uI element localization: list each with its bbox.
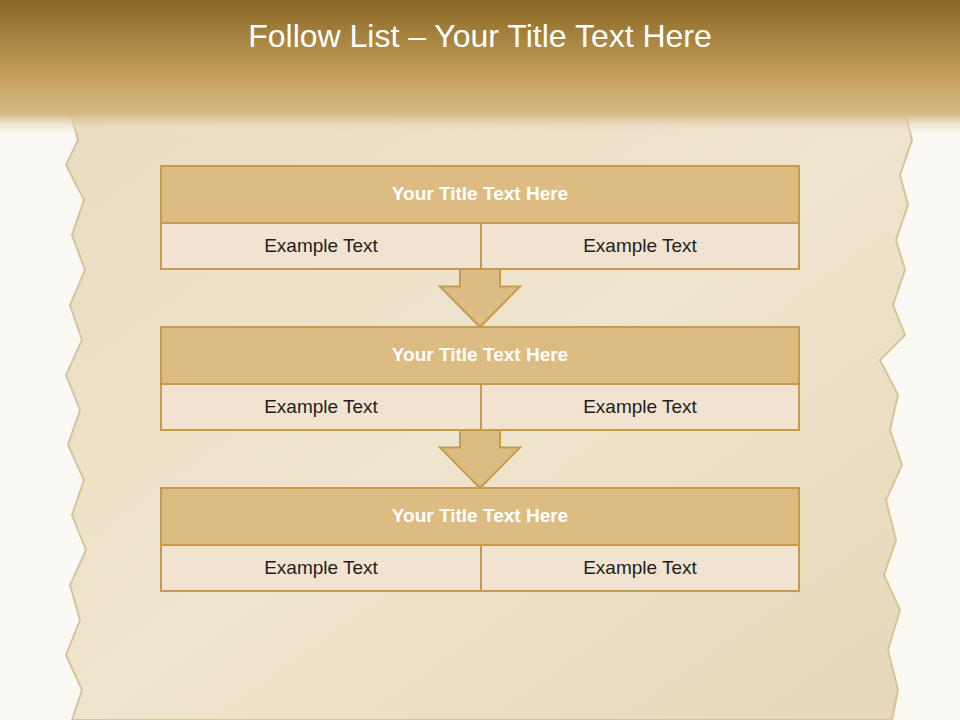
- list-cell: Example Text: [162, 222, 480, 268]
- cell-text: Example Text: [264, 396, 378, 418]
- slide-title: Follow List – Your Title Text Here: [248, 18, 712, 55]
- list-cell: Example Text: [480, 383, 798, 429]
- list-cell: Example Text: [162, 383, 480, 429]
- cell-text: Example Text: [583, 396, 697, 418]
- list-box: Your Title Text HereExample Text Example …: [160, 326, 800, 431]
- list-cell: Example Text: [480, 544, 798, 590]
- cell-text: Example Text: [264, 557, 378, 579]
- flow-arrow: [440, 430, 520, 488]
- box-title: Your Title Text Here: [162, 167, 798, 222]
- cell-text: Example Text: [583, 235, 697, 257]
- box-title: Your Title Text Here: [162, 328, 798, 383]
- list-box: Your Title Text HereExample Text Example …: [160, 165, 800, 270]
- flow-arrow: [440, 269, 520, 327]
- list-cell: Example Text: [480, 222, 798, 268]
- list-cell: Example Text: [162, 544, 480, 590]
- cell-text: Example Text: [583, 557, 697, 579]
- header-band: [0, 0, 960, 135]
- box-title: Your Title Text Here: [162, 489, 798, 544]
- cell-text: Example Text: [264, 235, 378, 257]
- title-bar: Follow List – Your Title Text Here: [0, 0, 960, 110]
- parchment-sheet: [66, 112, 912, 720]
- list-box: Your Title Text HereExample Text Example …: [160, 487, 800, 592]
